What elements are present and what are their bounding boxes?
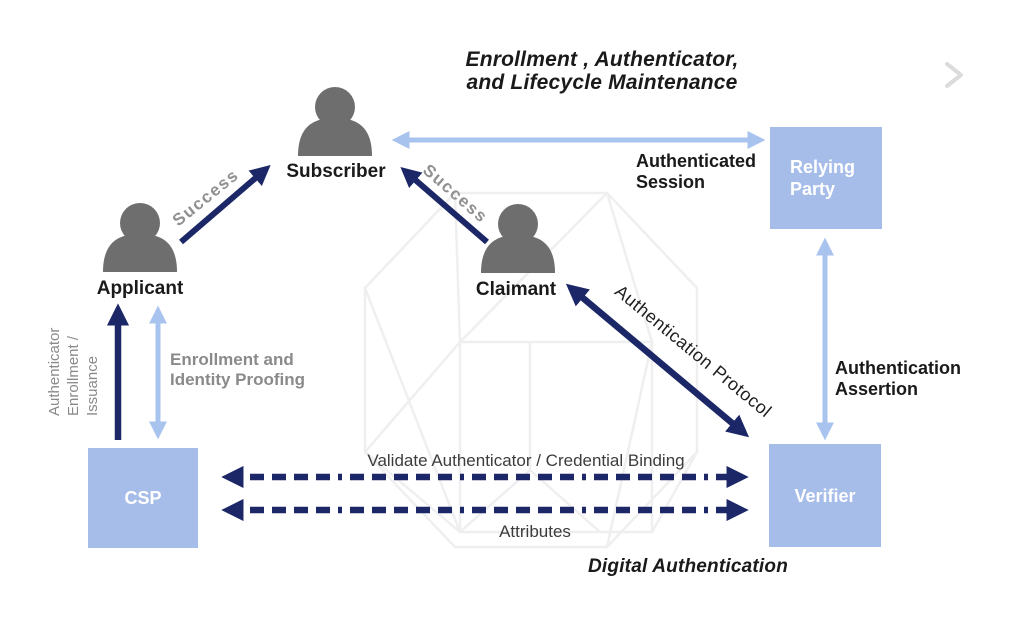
relying-party-box: Relying Party	[770, 127, 882, 229]
diagram-title-line2: and Lifecycle Maintenance	[466, 71, 738, 94]
success-applicant-arrow	[179, 165, 271, 245]
authentication-protocol-arrow	[565, 283, 750, 438]
authenticated-session-label: Authenticated Session	[636, 151, 757, 192]
applicant-person-icon	[103, 203, 177, 272]
claimant-label: Claimant	[475, 279, 557, 300]
applicant-label: Applicant	[96, 278, 184, 299]
validate-authenticator-label: Validate Authenticator / Credential Bind…	[367, 451, 685, 470]
verifier-box: Verifier	[769, 444, 881, 547]
next-chevron-icon[interactable]	[945, 62, 963, 88]
attributes-label: Attributes	[499, 522, 571, 541]
csp-box-label: CSP	[124, 488, 162, 508]
csp-box: CSP	[88, 448, 198, 548]
enrollment-identity-proofing-label: Enrollment and Identity Proofing	[170, 350, 306, 389]
relying-party-box-label: Relying Party	[790, 157, 856, 199]
diagram-title: Enrollment , Authenticator, and Lifecycl…	[372, 48, 832, 94]
authentication-assertion-label: Authentication Assertion	[835, 358, 961, 399]
digital-authentication-label: Digital Authentication	[587, 556, 789, 577]
diagram-title-line1: Enrollment , Authenticator,	[465, 48, 739, 71]
subscriber-person-icon	[298, 87, 372, 156]
success-claimant-arrow	[400, 166, 489, 245]
subscriber-label: Subscriber	[286, 161, 386, 182]
verifier-box-label: Verifier	[794, 485, 856, 506]
authenticator-enrollment-issuance-label: Authenticator Enrollment / Issuance	[46, 327, 101, 416]
claimant-person-icon	[481, 204, 555, 273]
